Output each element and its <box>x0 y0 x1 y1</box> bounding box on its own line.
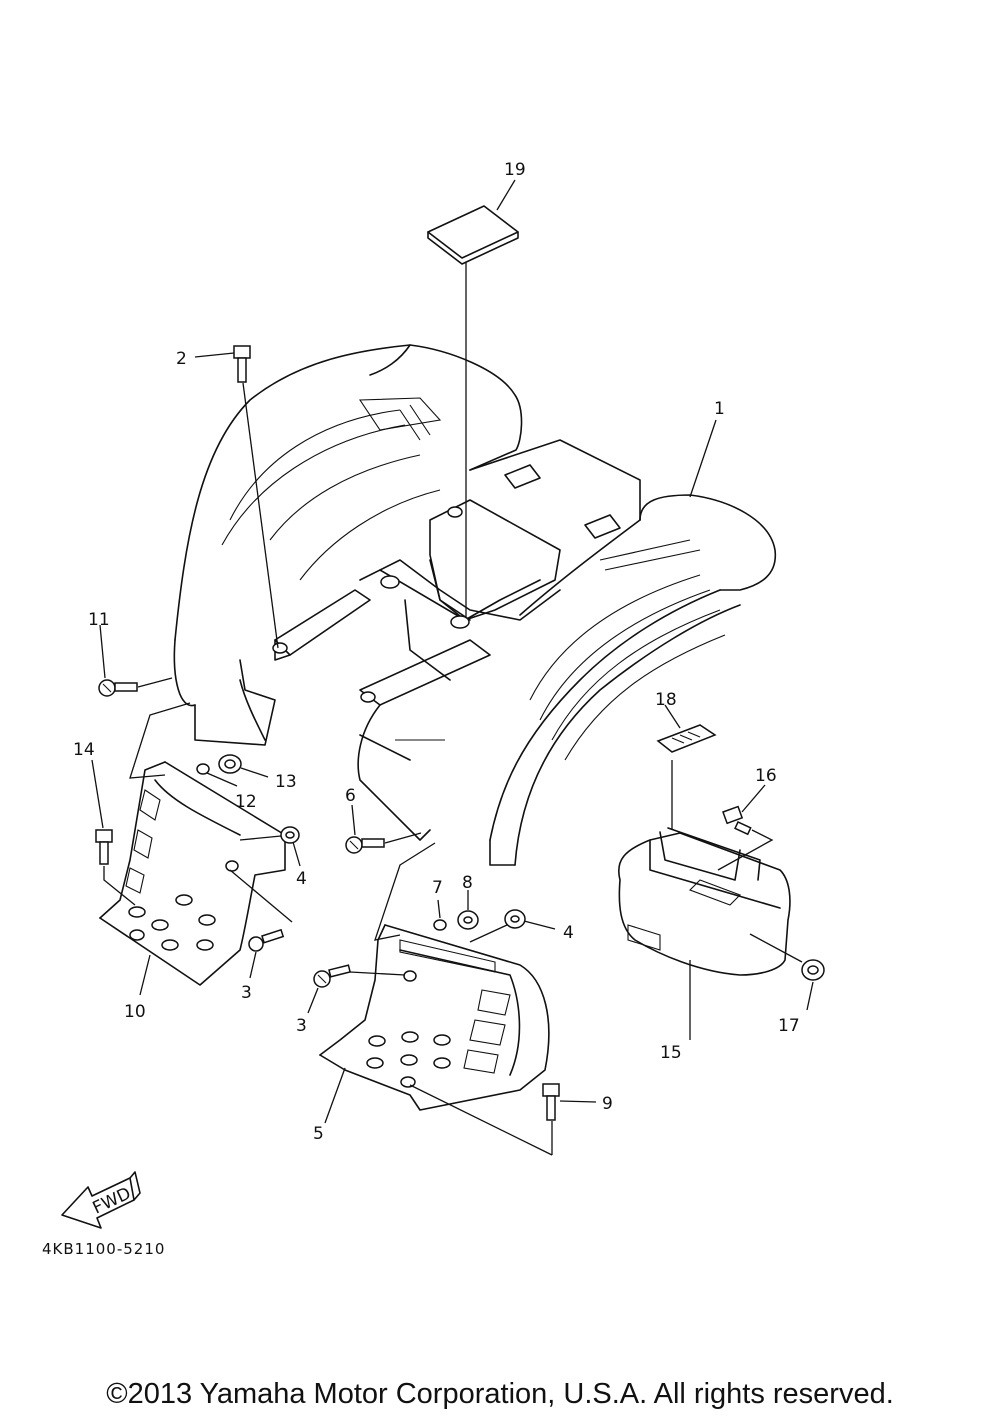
fwd-arrow-icon: FWD <box>61 1171 141 1229</box>
part-3-screw-left <box>229 869 293 979</box>
callout-15: 15 <box>660 1043 682 1063</box>
part-18-clip <box>656 704 717 753</box>
part-1-rear-fender <box>173 344 777 866</box>
callout-3-left: 3 <box>241 983 252 1003</box>
callout-14: 14 <box>73 740 95 760</box>
callout-6: 6 <box>345 786 356 806</box>
diagram-code: 4KB1100-5210 <box>42 1240 166 1258</box>
callout-7: 7 <box>432 878 443 898</box>
callout-4-right: 4 <box>563 923 574 943</box>
part-8-grommet <box>457 890 479 930</box>
callout-8: 8 <box>462 873 473 893</box>
fwd-label: FWD <box>90 1184 134 1219</box>
callout-labels: 19 2 1 11 18 14 13 12 6 16 4 7 8 4 10 3 … <box>73 160 800 1144</box>
part-3-screw-right <box>307 964 406 1014</box>
part-17-nut <box>749 933 825 1011</box>
part-7-washer <box>433 899 447 931</box>
copyright-notice: ©2013 Yamaha Motor Corporation, U.S.A. A… <box>106 1378 894 1410</box>
part-5-right-flap <box>319 842 553 1156</box>
callout-17: 17 <box>778 1016 800 1036</box>
callout-4-left: 4 <box>296 869 307 889</box>
callout-2: 2 <box>176 349 187 369</box>
callout-3-right: 3 <box>296 1016 307 1036</box>
callout-16: 16 <box>755 766 777 786</box>
part-6-screw <box>345 804 422 854</box>
part-4-nut-left <box>239 826 301 867</box>
part-13-grommet <box>218 754 269 778</box>
callout-18: 18 <box>655 690 677 710</box>
part-9-bolt <box>542 1083 597 1155</box>
callout-19: 19 <box>504 160 526 180</box>
callout-12: 12 <box>235 792 257 812</box>
part-15-storage-box <box>618 760 791 1040</box>
callout-11: 11 <box>88 610 110 630</box>
part-11-screw <box>98 624 173 697</box>
callout-5: 5 <box>313 1124 324 1144</box>
callout-1: 1 <box>714 399 725 419</box>
part-16-bolt <box>717 784 774 871</box>
callout-13: 13 <box>275 772 297 792</box>
callout-9: 9 <box>602 1094 613 1114</box>
part-19-label-plate <box>427 179 519 620</box>
part-10-left-flap <box>99 702 286 996</box>
part-4-nut-right <box>469 909 556 943</box>
part-14-bolt <box>91 759 136 906</box>
callout-10: 10 <box>124 1002 146 1022</box>
part-2-bolt <box>194 345 279 649</box>
part-12-washer <box>196 763 238 787</box>
